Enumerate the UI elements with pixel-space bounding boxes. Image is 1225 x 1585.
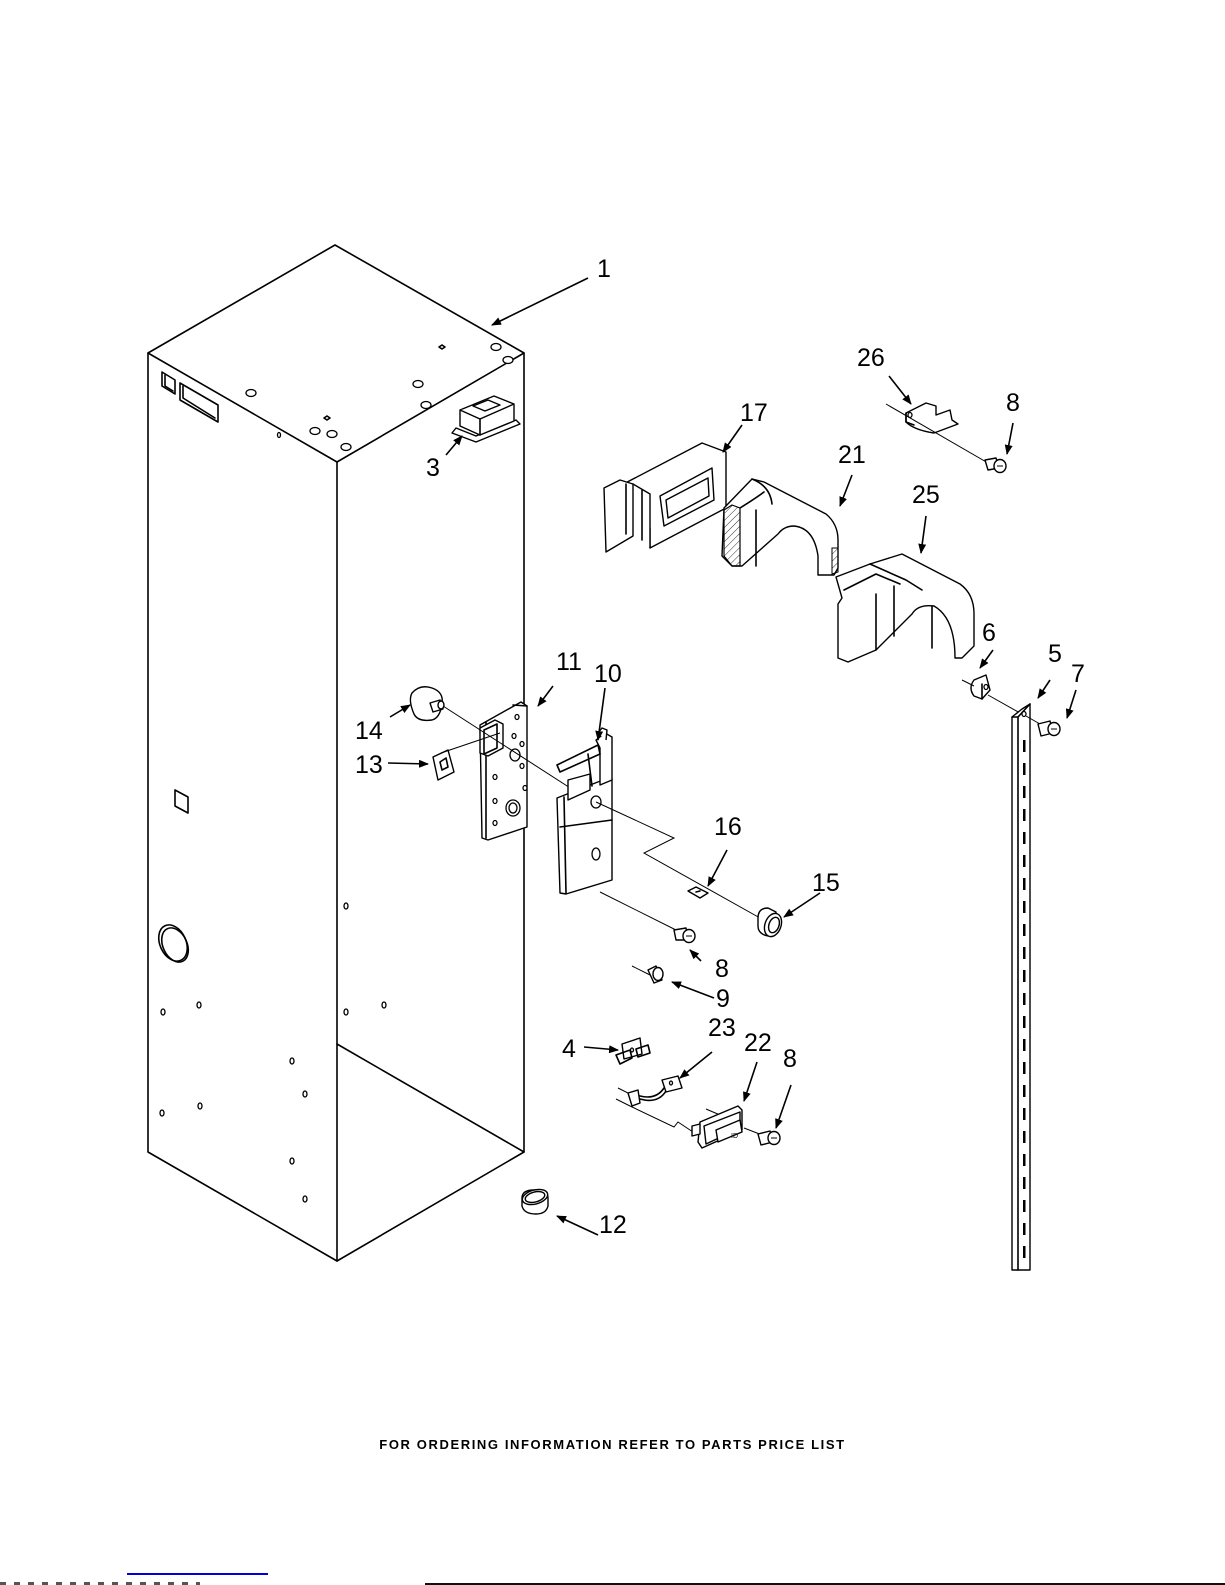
callout-label: 17	[740, 399, 768, 427]
rail-slot	[1023, 832, 1026, 844]
callout-label: 5	[1048, 640, 1062, 668]
callout-label: 25	[912, 481, 940, 509]
part-15-grommet	[758, 908, 785, 939]
callout-labels: 1 3 17 26 8 21 25 6 5 7 11 10 14 13 16 1…	[355, 255, 1085, 1239]
callout-label: 13	[355, 751, 383, 779]
rail-slot	[1023, 1223, 1026, 1235]
callout-label: 8	[1006, 389, 1020, 417]
screw-leader	[600, 892, 676, 930]
screw-8-bottom	[758, 1131, 780, 1145]
callout-label: 4	[562, 1035, 576, 1063]
rail-slot	[1023, 1177, 1026, 1189]
rail-slot	[1023, 947, 1026, 959]
rail-slot	[1023, 1131, 1026, 1143]
leader-4	[584, 1047, 618, 1050]
callout-label: 22	[744, 1029, 772, 1057]
screw-7	[1026, 716, 1060, 736]
rail-slot	[1023, 1200, 1026, 1212]
leader-8-middle	[690, 950, 701, 961]
part-23-harness	[616, 1076, 696, 1134]
callout-label: 26	[857, 344, 885, 372]
leader-22	[744, 1062, 757, 1101]
part-10-hinge-bracket	[557, 728, 612, 894]
callout-label: 8	[783, 1045, 797, 1073]
leader-7	[1067, 690, 1076, 718]
part-22-light-switch: ID	[692, 1106, 770, 1148]
rail-slot	[1023, 1154, 1026, 1166]
leader-8-top	[1007, 423, 1013, 454]
leader-25	[921, 516, 926, 553]
rail-slot	[1023, 1108, 1026, 1120]
callout-label: 12	[599, 1211, 627, 1239]
callout-label: 14	[355, 717, 383, 745]
leader-11	[538, 686, 553, 706]
leader-6	[980, 650, 993, 668]
rail-slot	[1023, 901, 1026, 913]
callout-label: 1	[597, 255, 611, 283]
leader-14	[390, 705, 410, 717]
callout-label: 3	[426, 454, 440, 482]
callout-label: 21	[838, 441, 866, 469]
ordering-info-footer: FOR ORDERING INFORMATION REFER TO PARTS …	[0, 1437, 1225, 1452]
rail-slot	[1023, 1085, 1026, 1097]
rail-slot	[1023, 740, 1026, 752]
rail-slots	[1023, 740, 1026, 1258]
part-16-wire-tie	[688, 887, 708, 898]
callout-label: 6	[982, 619, 996, 647]
rail-slot	[1023, 786, 1026, 798]
rail-slot	[1023, 970, 1026, 982]
rail-slot	[1023, 1039, 1026, 1051]
part-5-shelf-rail	[1012, 704, 1030, 1270]
rail-slot	[1023, 855, 1026, 867]
rail-slot	[1023, 1246, 1026, 1258]
part-6-shelf-clip	[962, 675, 1020, 713]
rail-slot	[1023, 878, 1026, 890]
callout-label: 23	[708, 1014, 736, 1042]
rail-slot	[1023, 1062, 1026, 1074]
leader-23	[680, 1052, 712, 1078]
callout-label: 7	[1071, 660, 1085, 688]
rail-slot	[1023, 993, 1026, 1005]
part-17-duct-housing	[604, 443, 726, 552]
leader-9	[672, 982, 714, 998]
rail-slot	[1023, 924, 1026, 936]
cabinet-inner-edge	[337, 1044, 524, 1152]
leader-12	[557, 1216, 598, 1235]
leader-1	[492, 278, 588, 325]
leader-3	[446, 436, 462, 455]
part-21-inner-cover	[722, 479, 838, 575]
callout-label: 15	[812, 869, 840, 897]
part-4-wire-clip	[616, 1038, 650, 1064]
callout-label: 8	[715, 955, 729, 983]
callout-label: 9	[716, 985, 730, 1013]
callout-label: 10	[594, 660, 622, 688]
leader-26	[889, 376, 911, 404]
leader-17	[723, 425, 742, 452]
part-12-hole-plug	[521, 1187, 550, 1214]
part-9-plug-button	[632, 966, 663, 983]
callout-label: 11	[556, 648, 582, 676]
leader-13	[388, 763, 428, 764]
side-holes	[153, 790, 386, 1202]
part-11-hinge-plate	[480, 702, 527, 840]
svg-text:ID: ID	[731, 1133, 738, 1140]
callout-label: 16	[714, 813, 742, 841]
leader-16	[708, 850, 727, 886]
rail-slot	[1023, 809, 1026, 821]
cabinet-part	[148, 245, 524, 1261]
page-link-underline[interactable]	[127, 1573, 268, 1575]
rail-slot	[1023, 1016, 1026, 1028]
rail-slot	[1023, 763, 1026, 775]
part-25-outer-cover	[836, 554, 974, 662]
screw-8-middle	[674, 928, 695, 943]
leader-21	[840, 475, 852, 506]
part-3-vent	[452, 396, 520, 442]
screw-8-top	[985, 458, 1006, 473]
leader-8-bottom	[776, 1085, 791, 1128]
part-26-clip	[886, 403, 988, 463]
leader-5	[1038, 680, 1050, 698]
